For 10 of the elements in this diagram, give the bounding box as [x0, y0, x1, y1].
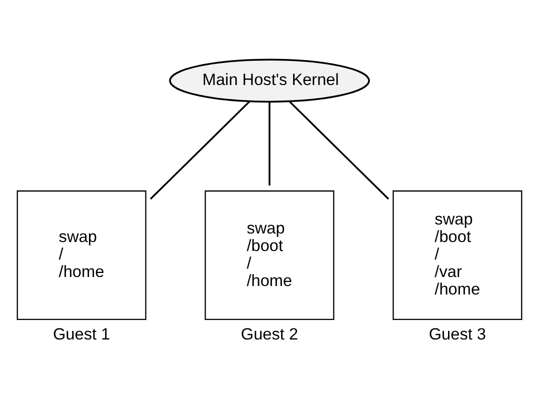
node-label: Guest 3 [428, 325, 486, 344]
node-label: Guest 1 [52, 325, 110, 344]
node-box: swap /boot / /var /home [392, 190, 522, 320]
connector [150, 100, 250, 200]
node-label: Guest 2 [240, 325, 298, 344]
node-box: swap /boot / /home [204, 190, 334, 320]
connector [268, 102, 270, 186]
connector [288, 100, 390, 200]
node-box: swap / /home [16, 190, 146, 320]
node-ellipse: Main Host's Kernel [169, 58, 370, 103]
